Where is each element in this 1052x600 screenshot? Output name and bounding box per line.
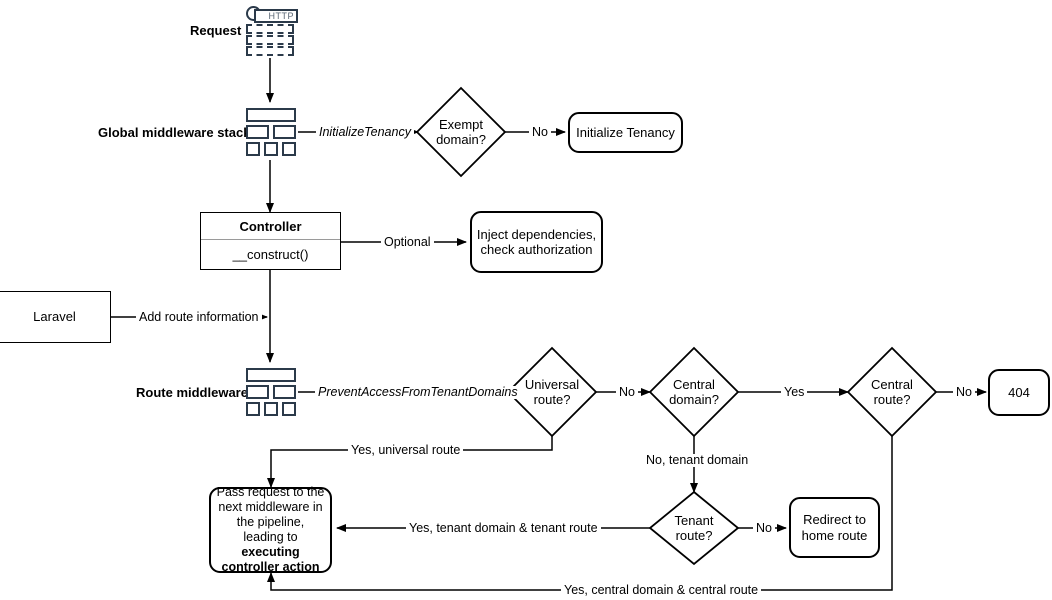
edge-label-central-domain-no: No, tenant domain xyxy=(643,454,752,467)
central-domain-decision[interactable]: Central domain? xyxy=(650,366,738,418)
edge-label-tenant-route-no: No xyxy=(753,522,775,535)
central-route-decision[interactable]: Central route? xyxy=(848,366,936,418)
edge-label-universal-route-no: No xyxy=(616,386,638,399)
diamond-central-domain xyxy=(648,346,740,438)
universal-route-decision[interactable]: Universal route? xyxy=(508,366,596,418)
central-domain-line1: Central xyxy=(673,376,715,392)
redirect-home-line1: Redirect to xyxy=(803,512,866,528)
pass-request-bold-text: executing controller action xyxy=(221,545,320,574)
edge-label-add-route-information: Add route information xyxy=(136,311,262,324)
middleware-stack-icon xyxy=(246,368,296,416)
edge-label-prevent-access: PreventAccessFromTenantDomains xyxy=(315,386,521,399)
http-dashed-row xyxy=(246,35,294,45)
edge-label-central-route-no: No xyxy=(953,386,975,399)
diamond-exempt-domain xyxy=(415,86,507,178)
diamond-tenant-route xyxy=(648,490,740,566)
http-dashed-row xyxy=(246,46,294,56)
route-middleware-label: Route middleware xyxy=(136,385,248,400)
tenant-route-line2: route? xyxy=(675,528,713,543)
inject-dependencies-line1: Inject dependencies, xyxy=(476,226,597,242)
pass-request-node[interactable]: Pass request to the next middleware in t… xyxy=(209,485,332,574)
not-found-label: 404 xyxy=(1008,384,1030,400)
request-label: Request xyxy=(190,23,242,38)
inject-dependencies-line2: check authorization xyxy=(480,242,593,257)
initialize-tenancy-node[interactable]: Initialize Tenancy xyxy=(568,112,683,153)
edge-label-controller-optional: Optional xyxy=(381,236,434,249)
http-request-icon: HTTP xyxy=(246,6,298,58)
middleware-stack-icon xyxy=(246,108,296,156)
http-dashed-row xyxy=(246,24,294,34)
initialize-tenancy-label: Initialize Tenancy xyxy=(576,124,675,140)
laravel-label: Laravel xyxy=(33,309,76,325)
http-label-box: HTTP xyxy=(254,9,298,23)
inject-dependencies-node[interactable]: Inject dependencies, check authorization xyxy=(470,211,603,273)
universal-route-line2: route? xyxy=(533,392,571,407)
central-route-line1: Central xyxy=(871,376,913,392)
redirect-home-line2: home route xyxy=(801,527,868,543)
exempt-domain-decision[interactable]: Exempt domain? xyxy=(417,106,505,158)
edge-label-initialize-tenancy: InitializeTenancy xyxy=(316,126,414,139)
redirect-home-node[interactable]: Redirect to home route xyxy=(789,497,880,558)
diamond-universal-route xyxy=(506,346,598,438)
tenant-route-line1: Tenant xyxy=(674,512,714,528)
central-route-line2: route? xyxy=(873,392,911,407)
controller-class-box[interactable]: Controller __construct() xyxy=(200,212,341,270)
edge-label-tenant-route-yes: Yes, tenant domain & tenant route xyxy=(406,522,601,535)
exempt-domain-line1: Exempt xyxy=(438,116,484,132)
universal-route-line1: Universal xyxy=(524,376,580,392)
edge-label-central-route-yes: Yes, central domain & central route xyxy=(561,584,762,597)
laravel-node[interactable]: Laravel xyxy=(0,291,111,343)
pass-request-plain-text: Pass request to the next middleware in t… xyxy=(216,485,325,544)
global-middleware-stack-label: Global middleware stack xyxy=(98,125,251,140)
exempt-domain-line2: domain? xyxy=(436,132,486,147)
edge-label-exempt-domain-no: No xyxy=(529,126,551,139)
controller-constructor-method: __construct() xyxy=(232,247,309,262)
controller-class-header: Controller xyxy=(201,213,340,240)
tenant-route-decision[interactable]: Tenant route? xyxy=(650,502,738,554)
edge-label-universal-route-yes: Yes, universal route xyxy=(348,444,464,457)
central-domain-line2: domain? xyxy=(669,392,719,407)
edge-label-central-domain-yes: Yes xyxy=(781,386,808,399)
not-found-node[interactable]: 404 xyxy=(988,369,1050,416)
diamond-central-route xyxy=(846,346,938,438)
